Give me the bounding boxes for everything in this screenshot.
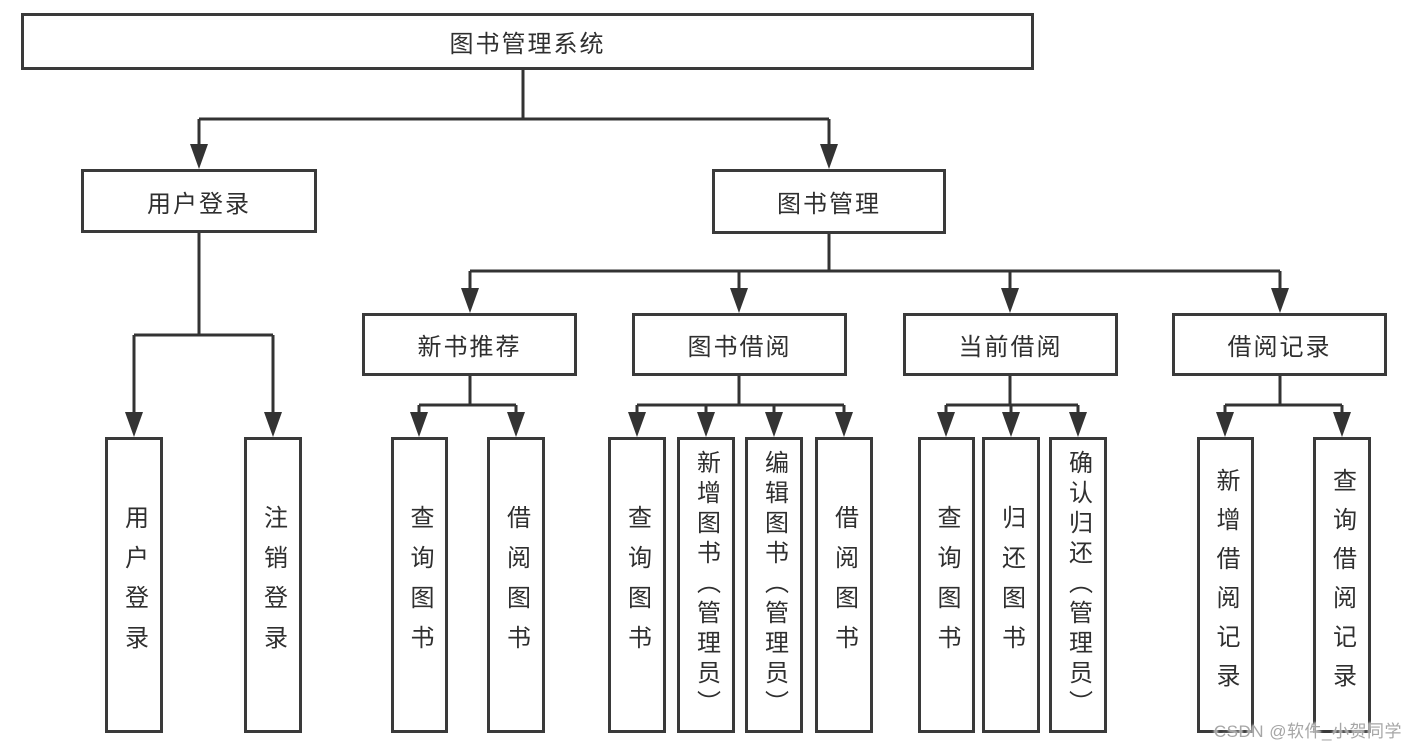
node-library-management-system: 图书管理系统: [21, 13, 1034, 70]
leaf-label: 查询借阅记录: [1328, 468, 1356, 702]
leaf-query-borrow-record: 查询借阅记录: [1313, 437, 1371, 733]
node-new-book-recommend: 新书推荐: [362, 313, 577, 376]
arrowheads: [125, 144, 1351, 437]
arrowhead: [1001, 288, 1019, 313]
arrowhead: [507, 412, 525, 437]
leaf-logout: 注销登录: [244, 437, 302, 733]
leaf-label: 新增图书（管理员）: [692, 450, 720, 720]
node-book-management: 图书管理: [712, 169, 946, 234]
node-label: 图书管理系统: [449, 31, 606, 58]
node-label: 当前借阅: [958, 334, 1063, 361]
arrowhead: [461, 288, 479, 313]
node-label: 新书推荐: [417, 334, 522, 361]
leaf-label: 归还图书: [997, 505, 1025, 665]
leaf-label: 编辑图书（管理员）: [760, 450, 788, 720]
leaf-label: 用户登录: [120, 505, 148, 665]
node-borrow-record: 借阅记录: [1172, 313, 1387, 376]
node-label: 借阅记录: [1227, 334, 1332, 361]
arrowhead: [697, 412, 715, 437]
leaf-query-books-borrow: 查询图书: [608, 437, 666, 733]
leaf-label: 查询图书: [933, 505, 960, 665]
arrowhead: [190, 144, 208, 169]
leaf-label: 查询图书: [623, 505, 651, 665]
connector-root-branch: [132, 70, 1344, 413]
leaf-borrow-books-recommend: 借阅图书: [487, 437, 545, 733]
leaf-label: 查询图书: [406, 505, 433, 665]
leaf-confirm-return-admin: 确认归还（管理员）: [1049, 437, 1107, 733]
arrowhead: [765, 412, 783, 437]
node-user-login: 用户登录: [81, 169, 317, 233]
leaf-add-books-admin: 新增图书（管理员）: [677, 437, 735, 733]
leaf-label: 借阅图书: [830, 505, 858, 665]
arrowhead: [835, 412, 853, 437]
node-label: 用户登录: [147, 190, 251, 218]
arrowhead: [1216, 412, 1234, 437]
leaf-label: 新增借阅记录: [1212, 468, 1239, 702]
node-label: 图书管理: [777, 191, 881, 218]
arrowhead: [1002, 412, 1020, 437]
node-current-borrow: 当前借阅: [903, 313, 1118, 376]
arrowhead: [1271, 288, 1289, 313]
csdn-watermark: CSDN @软件_小贺同学: [1213, 722, 1402, 741]
arrowhead: [937, 412, 955, 437]
leaf-query-books-current: 查询图书: [918, 437, 975, 733]
node-label: 图书借阅: [687, 334, 792, 361]
leaf-label: 注销登录: [259, 505, 287, 665]
leaf-borrow-books-borrow: 借阅图书: [815, 437, 873, 733]
leaf-label: 确认归还（管理员）: [1064, 450, 1092, 720]
arrowhead: [820, 144, 838, 169]
leaf-edit-books-admin: 编辑图书（管理员）: [745, 437, 803, 733]
arrowhead: [410, 412, 428, 437]
arrowhead: [628, 412, 646, 437]
node-book-borrow: 图书借阅: [632, 313, 847, 376]
arrowhead: [1069, 412, 1087, 437]
leaf-query-books-recommend: 查询图书: [391, 437, 448, 733]
leaf-user-login: 用户登录: [105, 437, 163, 733]
arrowhead: [125, 412, 143, 437]
leaf-return-books: 归还图书: [982, 437, 1040, 733]
leaf-label: 借阅图书: [502, 505, 530, 665]
arrowhead: [1333, 412, 1351, 437]
arrowhead: [730, 288, 748, 313]
arrowhead: [264, 412, 282, 437]
leaf-add-borrow-record: 新增借阅记录: [1197, 437, 1254, 733]
